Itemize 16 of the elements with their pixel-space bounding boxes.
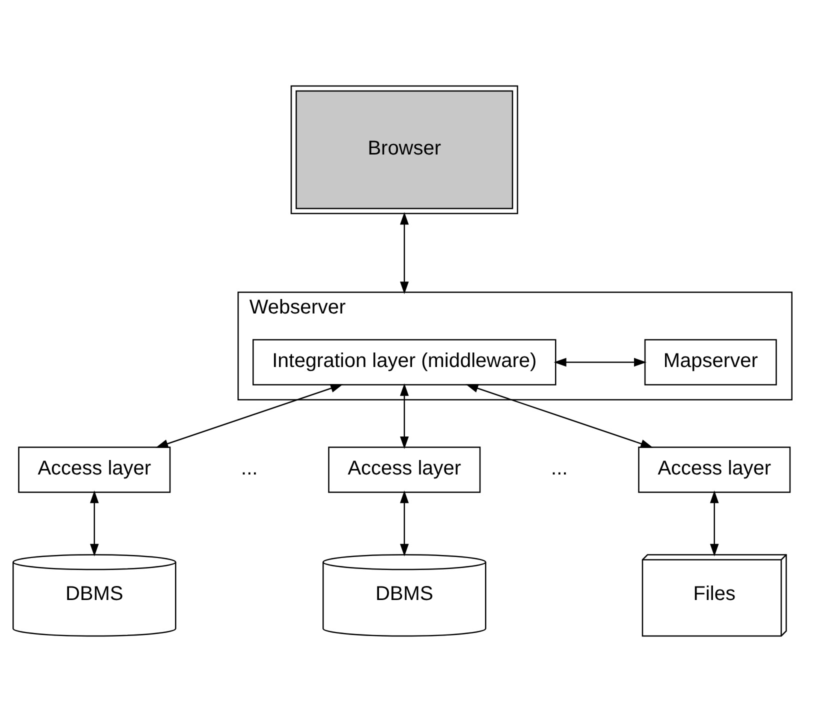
node-box: Browser <box>290 85 518 214</box>
node-box: Integration layer (middleware) <box>252 339 556 386</box>
node-box: Access layer <box>328 446 481 493</box>
node-box: Access layer <box>638 446 791 493</box>
arrow <box>400 212 409 294</box>
arrow <box>466 384 654 448</box>
arrow <box>400 383 409 450</box>
arrow <box>400 490 409 556</box>
arrow <box>156 384 344 448</box>
arrow <box>554 358 647 367</box>
label: ... <box>241 458 258 480</box>
node-box: Mapserver <box>644 339 777 386</box>
label: ... <box>551 458 568 480</box>
node-box: Access layer <box>18 446 171 493</box>
arrow <box>710 490 719 556</box>
arrow <box>90 490 99 556</box>
